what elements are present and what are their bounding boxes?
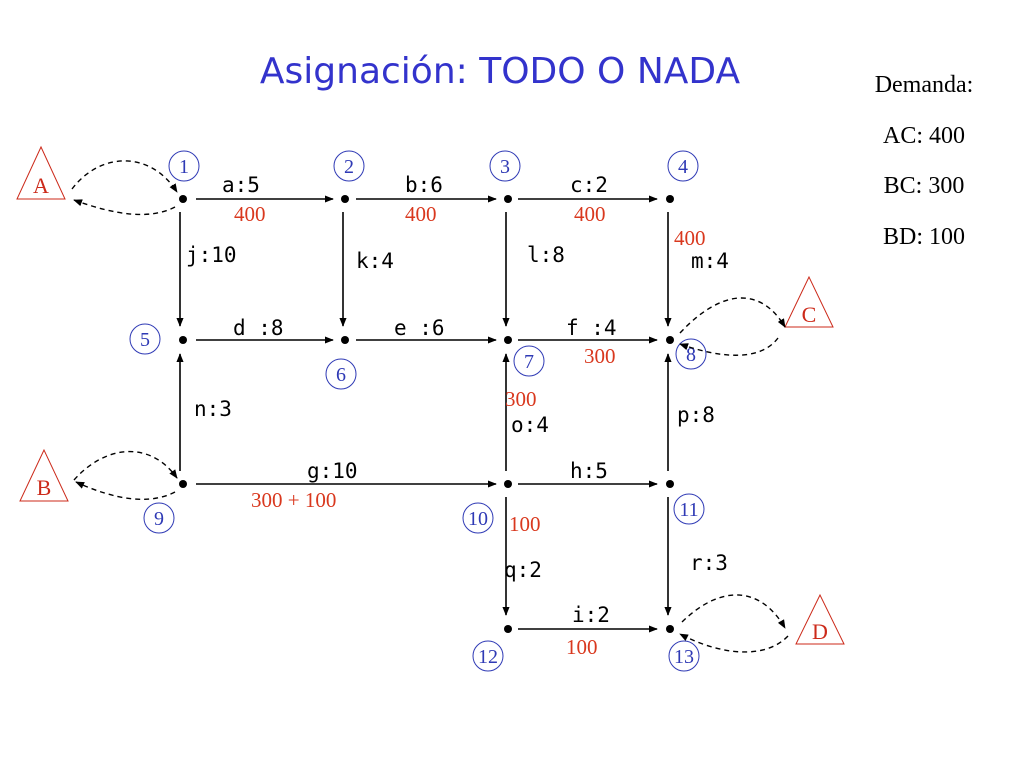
node-dots: [179, 195, 674, 633]
flow-f: 300: [584, 344, 616, 368]
node-dot-3: [504, 195, 512, 203]
node-3: 3: [489, 150, 521, 182]
node-11-label: 11: [679, 499, 698, 521]
node-7-label: 7: [524, 351, 534, 373]
link-p-label: p:8: [677, 403, 715, 427]
node-dot-11: [666, 480, 674, 488]
node-numbers: 1 2 3 4 5 6 7 8: [129, 150, 707, 672]
zone-a-label: A: [33, 173, 49, 198]
demand-bc: BC: 300: [884, 173, 965, 199]
zone-b: B: [19, 448, 69, 502]
node-12: 12: [472, 640, 504, 672]
node-dot-9: [179, 480, 187, 488]
node-1-label: 1: [179, 156, 189, 178]
flow-a: 400: [234, 202, 266, 226]
node-dot-7: [504, 336, 512, 344]
link-o-label: o:4: [511, 413, 549, 437]
demand-ac: AC: 400: [883, 123, 965, 149]
link-c-label: c:2: [570, 173, 608, 197]
node-3-label: 3: [500, 156, 510, 178]
connector-b-out: [73, 450, 178, 481]
flow-o: 300: [505, 387, 537, 411]
zone-c: C: [784, 275, 834, 328]
demand-bd: BD: 100: [883, 224, 965, 250]
node-dot-6: [341, 336, 349, 344]
node-6: 6: [325, 358, 357, 390]
link-d-label: d :8: [233, 316, 284, 340]
zone-d-label: D: [812, 619, 828, 644]
node-5: 5: [129, 323, 161, 355]
connector-d-in: [679, 633, 789, 653]
link-r-label: r:3: [690, 551, 728, 575]
node-dot-13: [666, 625, 674, 633]
link-e-label: e :6: [394, 316, 445, 340]
link-b-label: b:6: [405, 173, 443, 197]
node-10: 10: [462, 502, 494, 534]
link-j-label: j:10: [186, 243, 237, 267]
demand-heading: Demanda:: [875, 72, 974, 98]
node-2-label: 2: [344, 156, 354, 178]
connector-b-in: [75, 481, 176, 500]
node-12-label: 12: [478, 646, 498, 668]
node-6-label: 6: [336, 364, 346, 386]
connector-a-in: [73, 199, 176, 216]
flow-q: 100: [509, 512, 541, 536]
zone-b-label: B: [37, 475, 52, 500]
page-title: Asignación: TODO O NADA: [260, 51, 741, 92]
node-4-label: 4: [678, 156, 688, 178]
connector-c-in: [679, 337, 779, 356]
zone-d: D: [795, 593, 845, 645]
node-9-label: 9: [154, 508, 164, 530]
node-7: 7: [513, 345, 545, 377]
link-a-label: a:5: [222, 173, 260, 197]
node-10-label: 10: [468, 508, 488, 530]
link-m-label: m:4: [691, 249, 729, 273]
node-dot-10: [504, 480, 512, 488]
node-2: 2: [333, 150, 365, 182]
link-q-label: q:2: [504, 558, 542, 582]
link-i-label: i:2: [572, 603, 610, 627]
node-8-label: 8: [686, 344, 696, 366]
node-11: 11: [673, 493, 705, 525]
node-4: 4: [667, 150, 699, 182]
connector-a-out: [71, 160, 178, 193]
flow-m: 400: [674, 226, 706, 250]
node-13-label: 13: [674, 646, 694, 668]
node-dot-12: [504, 625, 512, 633]
node-dot-2: [341, 195, 349, 203]
node-dot-5: [179, 336, 187, 344]
link-g-label: g:10: [307, 459, 358, 483]
node-5-label: 5: [140, 329, 150, 351]
connector-d-out: [681, 594, 786, 629]
node-9: 9: [143, 502, 175, 534]
flow-i: 100: [566, 635, 598, 659]
flow-b: 400: [405, 202, 437, 226]
link-f-label: f :4: [566, 316, 617, 340]
node-1: 1: [168, 150, 200, 182]
node-13: 13: [668, 640, 700, 672]
node-dot-1: [179, 195, 187, 203]
node-dot-8: [666, 336, 674, 344]
connector-c-out: [679, 297, 786, 334]
link-k-label: k:4: [356, 249, 394, 273]
link-n-label: n:3: [194, 397, 232, 421]
flow-c: 400: [574, 202, 606, 226]
zone-a: A: [16, 145, 66, 200]
node-8: 8: [675, 338, 707, 370]
link-l-label: l:8: [527, 243, 565, 267]
node-dot-4: [666, 195, 674, 203]
flow-g: 300 + 100: [251, 488, 336, 512]
link-h-label: h:5: [570, 459, 608, 483]
zone-c-label: C: [802, 302, 817, 327]
